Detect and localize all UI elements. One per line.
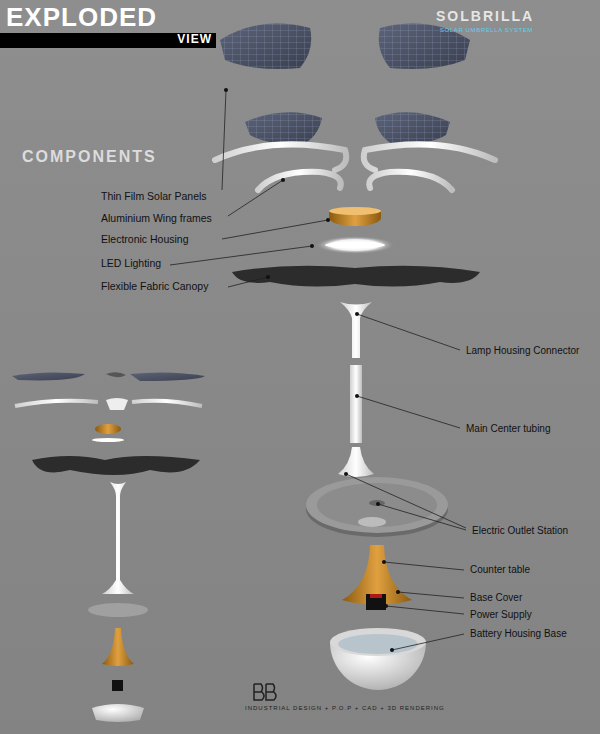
subtitle: VIEW bbox=[177, 33, 212, 47]
part-label: Counter table bbox=[470, 564, 530, 576]
brand-tagline: SOLAR UMBRELLA SYSTEM bbox=[440, 27, 533, 34]
part-label: Flexible Fabric Canopy bbox=[101, 280, 208, 292]
part-label: Power Supply bbox=[470, 609, 532, 621]
section-heading: COMPONENTS bbox=[22, 148, 157, 166]
assembled-stack bbox=[12, 372, 205, 722]
part-label: Base Cover bbox=[470, 592, 522, 604]
leader-lines bbox=[170, 90, 466, 650]
part-label: Battery Housing Base bbox=[470, 628, 567, 640]
solar-panel-top bbox=[220, 24, 470, 146]
part-label: Lamp Housing Connector bbox=[466, 345, 579, 357]
part-label: Aluminium Wing frames bbox=[101, 212, 212, 224]
wing-frames bbox=[215, 144, 495, 190]
designer-logo bbox=[254, 684, 276, 700]
part-label: Electric Outlet Station bbox=[472, 525, 568, 537]
part-label: Thin Film Solar Panels bbox=[101, 190, 207, 202]
leader-dots bbox=[224, 88, 400, 652]
brand-name: SOLBRILLA bbox=[436, 8, 534, 24]
title: EXPLODED bbox=[6, 3, 157, 33]
part-label: Main Center tubing bbox=[466, 423, 551, 435]
part-label: LED Lighting bbox=[101, 257, 161, 269]
part-label: Electronic Housing bbox=[101, 233, 189, 245]
credit-line: INDUSTRIAL DESIGN + P.O.P + CAD + 3D REN… bbox=[245, 705, 445, 712]
